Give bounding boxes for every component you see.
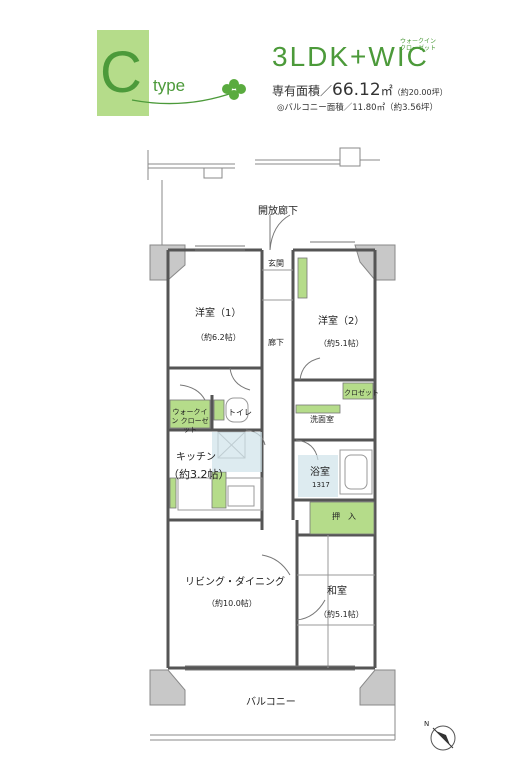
storage-fills <box>169 257 375 535</box>
type-word: type <box>153 76 186 95</box>
label-living-dining-size: （約10.0帖） <box>207 599 257 608</box>
walls <box>166 248 377 670</box>
layout-type: 3LDK+WIC <box>272 41 429 72</box>
label-storage: 押 入 <box>332 512 356 521</box>
north-arrow-icon <box>430 725 456 751</box>
wet-areas <box>212 432 338 497</box>
pillars <box>149 244 396 706</box>
floor-area: 専有面積／66.12㎡（約20.00坪） <box>272 80 448 100</box>
label-japanese-room-size: （約5.1帖） <box>319 610 364 619</box>
windows <box>185 241 355 671</box>
label-walk-in-closet: ウォークイン クローゼット <box>171 408 209 434</box>
label-hallway: 廊下 <box>268 338 284 347</box>
label-open-corridor: 開放廊下 <box>258 206 298 217</box>
label-western-room-2-size: （約5.1帖） <box>319 339 364 348</box>
clover-decoration <box>131 79 246 105</box>
label-western-room-1-size: （約6.2帖） <box>196 333 241 342</box>
label-north: N <box>424 720 430 728</box>
type-letter: C <box>100 40 142 105</box>
balcony-outline <box>150 705 396 741</box>
clover-icon <box>222 79 246 100</box>
label-toilet: トイレ <box>228 408 252 417</box>
label-bath: 浴室 <box>310 467 330 478</box>
area-tsubo: （約20.00坪） <box>392 88 448 97</box>
area-value: 66.12 <box>332 80 381 100</box>
area-unit: ㎡ <box>380 84 393 98</box>
label-kitchen: キッチン <box>176 452 216 463</box>
corridor-railing <box>147 147 380 250</box>
label-western-room-2: 洋室（2） <box>318 316 365 327</box>
label-balcony: バルコニー <box>246 697 296 708</box>
label-bath-size: 1317 <box>312 481 330 489</box>
balcony-area: ◎バルコニー面積／11.80㎡（約3.56坪） <box>277 103 439 113</box>
label-living-dining: リビング・ダイニング <box>185 577 285 588</box>
label-western-room-1: 洋室（1） <box>195 308 242 319</box>
label-kitchen-size: （約3.2帖） <box>168 468 230 481</box>
area-label: 専有面積／ <box>272 84 333 98</box>
label-japanese-room: 和室 <box>327 586 347 597</box>
label-washroom: 洗面室 <box>310 415 334 424</box>
label-closet: クロゼット <box>344 389 379 397</box>
label-entrance: 玄関 <box>268 259 284 268</box>
layout-note: ウォークイン クローゼット <box>400 38 437 52</box>
